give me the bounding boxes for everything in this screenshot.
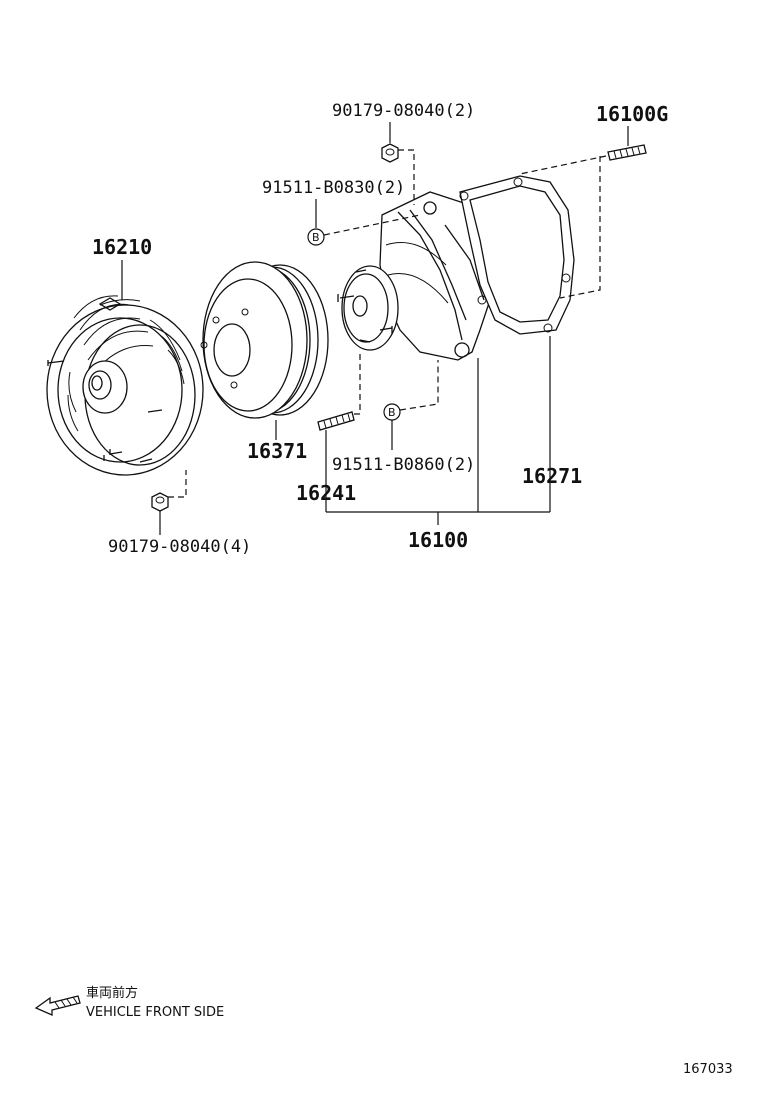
nut-bottom-drawing [151, 492, 169, 512]
nut-top-drawing [381, 143, 399, 163]
callout-b-bottom-text: B [388, 406, 396, 419]
label-fan-coupling: 16210 [92, 235, 152, 259]
water-pump-drawing [337, 175, 575, 361]
direction-label-jp: 車両前方 [86, 985, 138, 1001]
diagram-code: 167033 [683, 1062, 733, 1077]
label-stud-left: 16241 [296, 481, 356, 505]
label-nut-bottom: 90179-08040(4) [108, 537, 251, 557]
label-pulley: 16371 [247, 439, 307, 463]
label-stud-top: 16100G [596, 102, 668, 126]
callout-b-top-text: B [312, 231, 320, 244]
label-gasket: 16271 [522, 464, 582, 488]
label-water-pump: 16100 [408, 528, 468, 552]
label-bolt-top: 91511-B0830(2) [262, 178, 405, 198]
stud-left-drawing [317, 411, 355, 431]
callout-b-top [307, 228, 325, 246]
direction-label-en: VEHICLE FRONT SIDE [86, 1005, 224, 1020]
front-direction-arrow-icon [34, 995, 81, 1016]
fan-coupling-drawing [46, 295, 204, 476]
stud-top-drawing [607, 144, 647, 161]
label-bolt-bottom: 91511-B0860(2) [332, 455, 475, 475]
label-nut-top: 90179-08040(2) [332, 101, 475, 121]
pulley-drawing [200, 261, 329, 419]
